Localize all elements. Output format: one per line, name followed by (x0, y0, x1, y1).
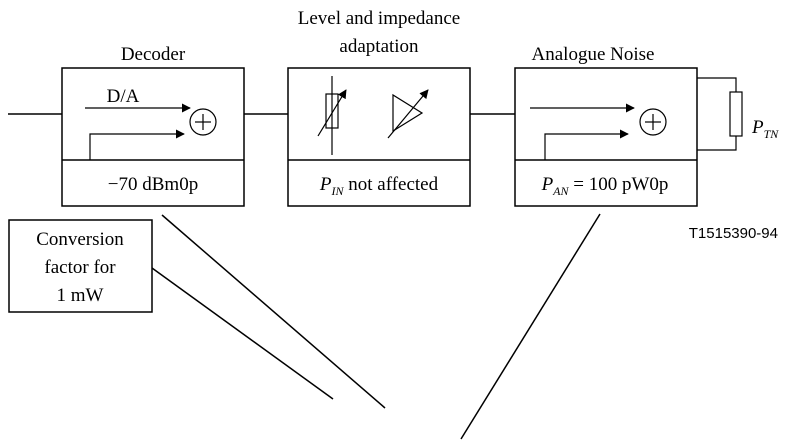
level-adaptation-title-line1: Level and impedance (298, 8, 460, 29)
level-adaptation-value: PIN not affected (319, 174, 439, 198)
variable-amplifier-icon (387, 89, 429, 139)
decoder-box (61, 67, 245, 207)
analogue-noise-title: Analogue Noise (532, 44, 655, 65)
level-adaptation-title-line2: adaptation (339, 36, 419, 57)
leader-line-analogue (460, 213, 601, 440)
variable-resistor-icon (317, 76, 347, 155)
leader-line-decoder (161, 214, 386, 409)
decoder-block: Decoder D/A −70 dBm0p (61, 44, 245, 207)
circle-plus-icon (639, 108, 667, 136)
conversion-factor-line3: 1 mW (57, 285, 104, 306)
resistor-icon (697, 77, 743, 151)
leader-line-conversion (151, 267, 334, 400)
terminal-label: PTN (751, 117, 779, 141)
analogue-noise-value: PAN = 100 pW0p (541, 174, 669, 198)
da-label: D/A (107, 86, 140, 107)
conversion-factor-note: Conversion factor for 1 mW (8, 219, 153, 313)
analogue-noise-arrow (544, 129, 629, 160)
circle-plus-icon (189, 108, 217, 136)
decoder-title: Decoder (121, 44, 186, 65)
conversion-factor-box (8, 219, 153, 313)
decoder-value: −70 dBm0p (108, 174, 198, 195)
figure-id: T1515390-94 (689, 225, 778, 242)
level-adaptation-box (287, 67, 471, 207)
analogue-noise-block: Analogue Noise PAN = 100 pW0p (514, 44, 698, 207)
level-adaptation-block: Level and impedance adaptation PIN not a… (287, 8, 471, 207)
conversion-factor-line2: factor for (44, 257, 116, 278)
conversion-factor-line1: Conversion (36, 229, 124, 250)
decoder-noise-arrow (89, 129, 185, 160)
